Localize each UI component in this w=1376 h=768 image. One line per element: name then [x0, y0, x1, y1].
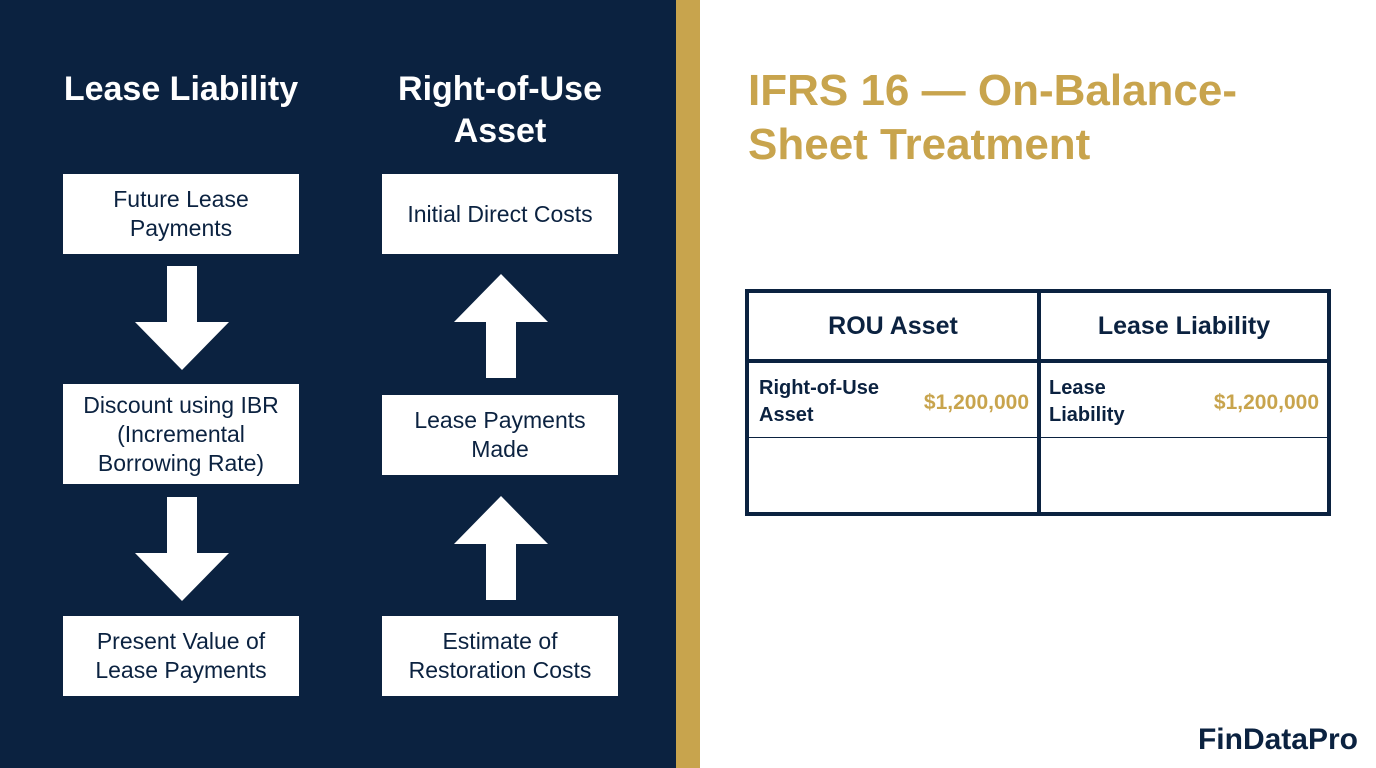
table-row-divider: [749, 437, 1327, 438]
lease-liability-title: Lease Liability: [63, 70, 299, 108]
arrow-up-icon: [454, 274, 548, 378]
lease-liability-header: Lease Liability: [1097, 311, 1271, 340]
rou-asset-row-value: $1,200,000: [923, 391, 1029, 414]
page-title: IFRS 16 — On-Balance-Sheet Treatment: [748, 66, 1238, 169]
lease-liability-row-label: Lease Liability: [1049, 377, 1125, 426]
future-lease-payments-box: Future Lease Payments: [63, 174, 299, 254]
balance-sheet-table: ROU Asset Lease Liability Right-of-Use A…: [745, 289, 1331, 516]
present-value-box: Present Value of Lease Payments: [63, 616, 299, 696]
rou-asset-row-label: Right-of-Use Asset: [759, 377, 879, 426]
arrow-down-icon: [135, 266, 229, 370]
gold-divider: [676, 0, 700, 768]
rou-asset-header: ROU Asset: [828, 311, 958, 340]
lease-liability-row-value: $1,200,000: [1213, 391, 1319, 414]
discount-ibr-box: Discount using IBR (Incremental Borrowin…: [63, 384, 299, 484]
lease-payments-made-box: Lease Payments Made: [382, 395, 618, 475]
rou-asset-title: Right-of-Use Asset: [398, 70, 602, 150]
brand-logo: FinDataPro: [1197, 723, 1358, 756]
initial-direct-costs-box: Initial Direct Costs: [382, 174, 618, 254]
restoration-costs-box: Estimate of Restoration Costs: [382, 616, 618, 696]
table-header-divider: [749, 359, 1327, 363]
table-divider: [1037, 293, 1041, 512]
arrow-up-icon: [454, 496, 548, 600]
arrow-down-icon: [135, 497, 229, 601]
